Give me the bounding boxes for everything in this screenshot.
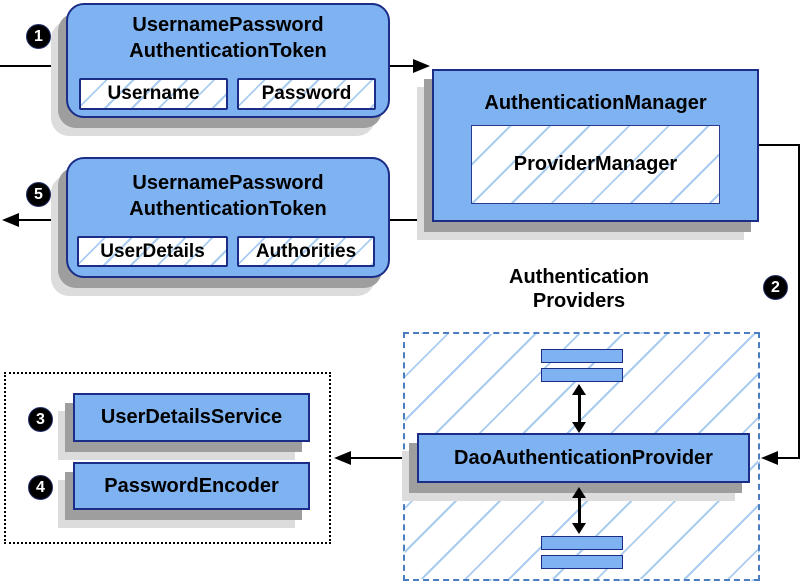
response-token-title-line1: UsernamePassword xyxy=(132,172,324,194)
double-arrow-top-down-icon xyxy=(572,422,586,433)
providers-group-title: Authentication Providers xyxy=(429,265,729,313)
step-badge-4-label: 4 xyxy=(36,478,45,496)
password-encoder-node: PasswordEncoder xyxy=(73,462,310,510)
provider-bar-bottom-1 xyxy=(541,536,623,550)
provider-bar-top-2 xyxy=(541,368,623,382)
provider-bar-top-1 xyxy=(541,349,623,363)
step2-connector-vertical xyxy=(798,144,800,459)
user-details-service-node: UserDetailsService xyxy=(73,393,310,442)
double-arrow-bottom-up-icon xyxy=(572,487,586,498)
dao-to-services-arrowhead-icon xyxy=(334,451,351,465)
password-field: Password xyxy=(237,78,376,110)
double-arrow-bottom-down-icon xyxy=(572,523,586,534)
double-arrow-bottom-shaft xyxy=(578,496,581,525)
dao-to-services-line xyxy=(351,457,404,459)
request-token-title-line2: AuthenticationToken xyxy=(129,40,327,62)
response-token-title: UsernamePassword AuthenticationToken xyxy=(68,170,388,222)
response-token-title-line2: AuthenticationToken xyxy=(129,198,327,220)
double-arrow-top-up-icon xyxy=(572,384,586,395)
username-field: Username xyxy=(79,78,228,110)
step2-arrowhead-icon xyxy=(761,451,778,465)
step-badge-1: 1 xyxy=(26,24,51,49)
step-badge-1-label: 1 xyxy=(34,27,43,45)
step-badge-2-label: 2 xyxy=(771,278,780,296)
step-badge-3: 3 xyxy=(28,407,53,432)
dao-authentication-provider-label: DaoAuthenticationProvider xyxy=(454,446,713,469)
authorities-field: Authorities xyxy=(237,236,375,267)
step-badge-2: 2 xyxy=(763,275,788,300)
step-badge-5: 5 xyxy=(26,182,51,207)
dao-authentication-provider-node: DaoAuthenticationProvider xyxy=(417,433,750,483)
username-field-label: Username xyxy=(107,83,200,104)
password-field-label: Password xyxy=(261,83,352,104)
provider-manager-label: ProviderManager xyxy=(513,153,678,175)
provider-manager-node: ProviderManager xyxy=(471,125,720,204)
request-token-title-line1: UsernamePassword xyxy=(132,14,324,36)
step-badge-3-label: 3 xyxy=(36,410,45,428)
request-token-title: UsernamePassword AuthenticationToken xyxy=(68,12,388,64)
authentication-manager-title: AuthenticationManager xyxy=(484,92,707,114)
services-group-container xyxy=(4,372,331,544)
step2-connector-top xyxy=(759,144,800,146)
step-badge-5-label: 5 xyxy=(34,185,43,203)
providers-group-title-line1: Authentication xyxy=(509,266,649,288)
step1-arrowhead-icon xyxy=(413,59,430,73)
providers-group-title-line2: Providers xyxy=(532,290,626,312)
double-arrow-top-shaft xyxy=(578,393,581,424)
user-details-service-label: UserDetailsService xyxy=(100,406,283,428)
authorities-field-label: Authorities xyxy=(255,240,357,262)
password-encoder-label: PasswordEncoder xyxy=(104,474,279,497)
step5-arrowhead-icon xyxy=(2,213,19,227)
userdetails-field: UserDetails xyxy=(77,236,228,267)
userdetails-field-label: UserDetails xyxy=(100,240,205,262)
provider-bar-bottom-2 xyxy=(541,555,623,569)
step2-connector-bottom xyxy=(778,457,800,459)
step-badge-4: 4 xyxy=(28,475,53,500)
